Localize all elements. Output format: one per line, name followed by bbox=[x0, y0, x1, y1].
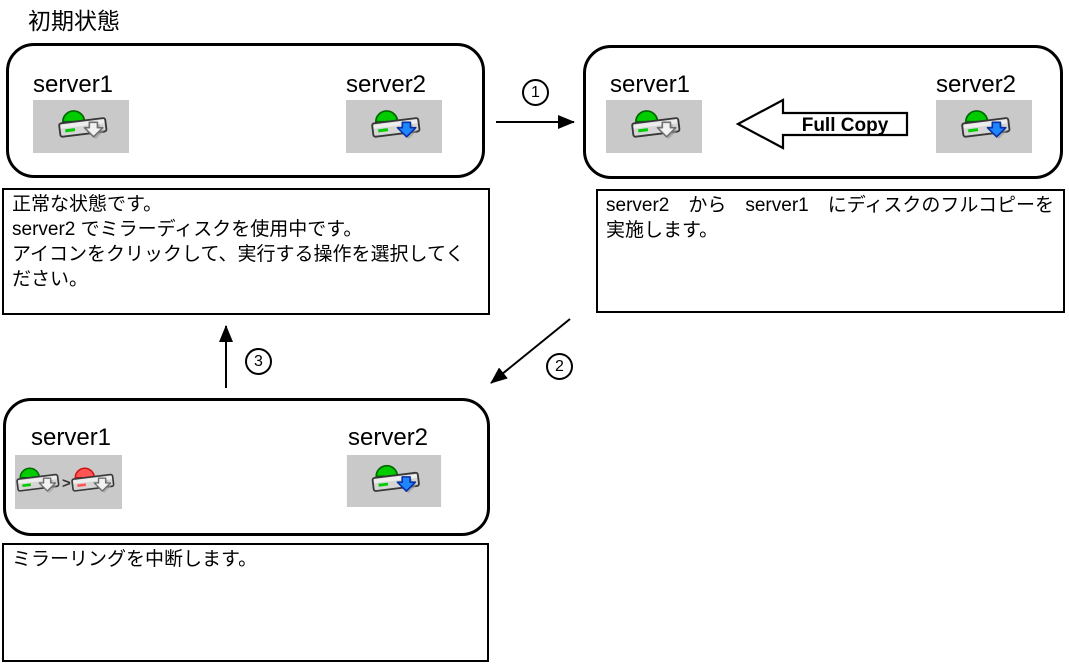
caption-initial-state: 正常な状態です。 server2 でミラーディスクを使用中です。 アイコンをクリ… bbox=[2, 188, 490, 315]
state-box-suspended: server1 > server2 bbox=[3, 398, 490, 536]
transition-chevron: > bbox=[62, 475, 71, 492]
arrow-step-3 bbox=[219, 325, 233, 388]
step-3-badge: 3 bbox=[245, 348, 272, 375]
arrow-step-2 bbox=[490, 318, 571, 384]
mirror-disk-green-to-red-icon[interactable]: > bbox=[15, 455, 122, 509]
diagram-title: 初期状態 bbox=[28, 8, 120, 34]
state-box-initial: server1 server2 bbox=[6, 43, 485, 178]
mirror-disk-normal-icon[interactable] bbox=[606, 100, 702, 153]
step-1-badge: 1 bbox=[522, 79, 549, 106]
server1-label: server1 bbox=[31, 424, 112, 451]
arrow-step-1 bbox=[496, 115, 575, 129]
server2-label: server2 bbox=[346, 71, 427, 98]
full-copy-arrow: Full Copy bbox=[735, 98, 909, 150]
full-copy-label: Full Copy bbox=[802, 115, 889, 136]
server1-label: server1 bbox=[610, 71, 691, 98]
server2-label: server2 bbox=[936, 71, 1017, 98]
step-2-badge: 2 bbox=[546, 353, 573, 380]
mirror-disk-normal-icon[interactable] bbox=[33, 100, 129, 153]
caption-full-copy: server2 から server1 にディスクのフルコピーを実施します。 bbox=[596, 189, 1065, 313]
mirror-disk-active-blue-arrow-icon[interactable] bbox=[936, 100, 1032, 153]
server2-label: server2 bbox=[348, 424, 429, 451]
server1-label: server1 bbox=[33, 71, 114, 98]
caption-suspend-mirroring: ミラーリングを中断します。 bbox=[2, 543, 489, 662]
mirror-disk-active-blue-arrow-icon[interactable] bbox=[346, 455, 442, 507]
mirror-disk-active-blue-arrow-icon[interactable] bbox=[346, 100, 442, 153]
